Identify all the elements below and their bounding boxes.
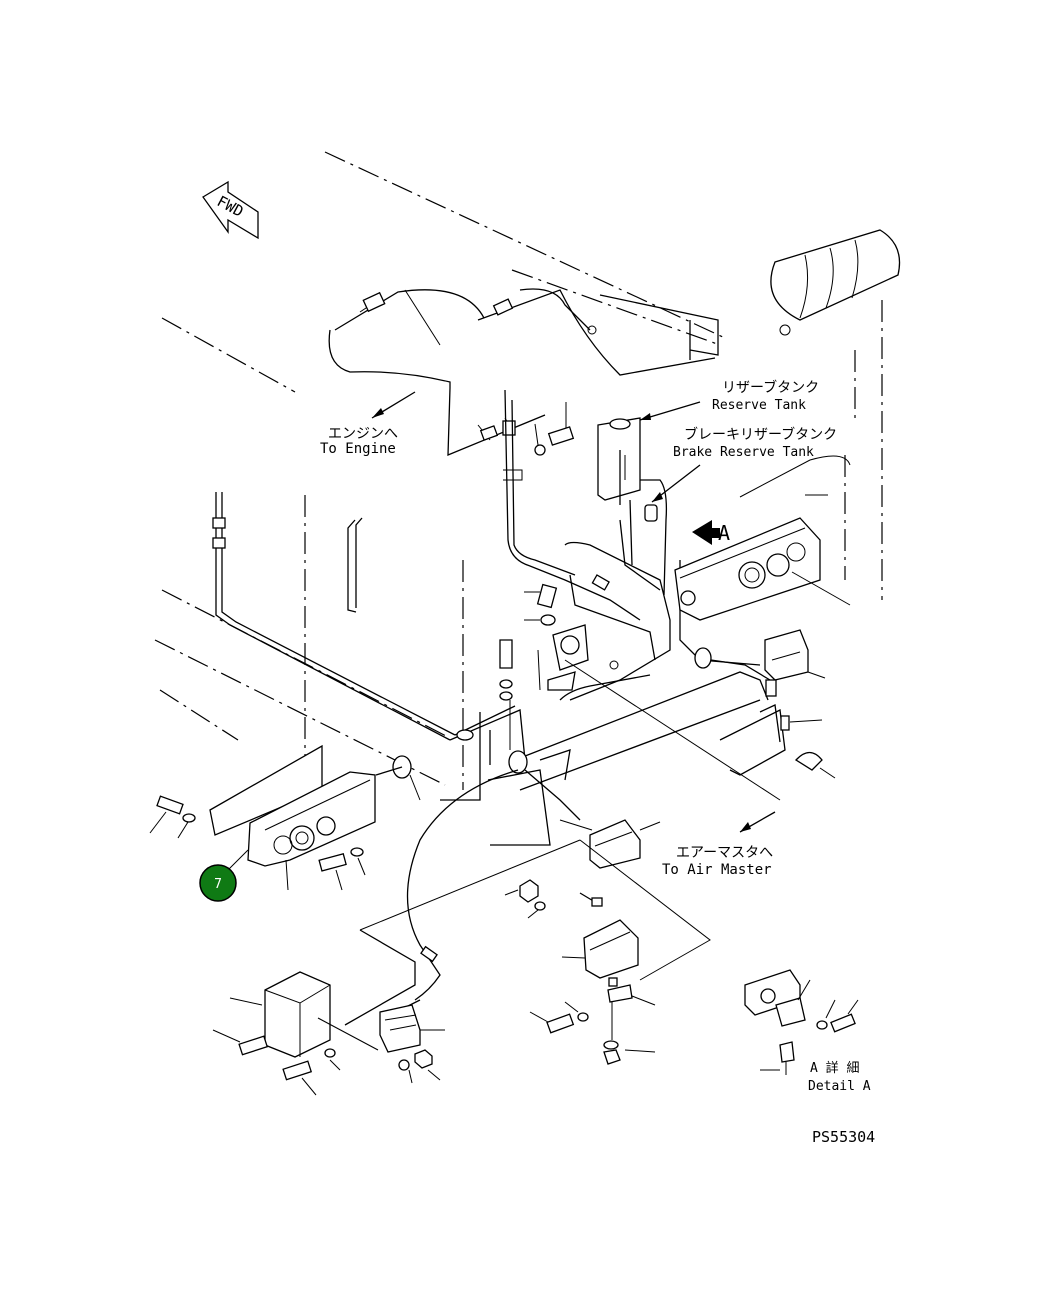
long-pipe <box>212 492 526 761</box>
to-engine-en: To Engine <box>320 441 396 457</box>
center-lower-lamp <box>559 819 661 869</box>
detail-frame <box>359 839 711 981</box>
label-to-engine: エンジンへ To Engine <box>320 391 416 457</box>
engine-harness <box>328 288 716 456</box>
label-to-air-master: エアーマスタへ To Air Master <box>662 811 776 878</box>
main-harness <box>504 389 761 701</box>
view-arrow-letter: A <box>718 521 730 545</box>
center-parts <box>499 583 589 701</box>
fwd-arrow-icon: FWD <box>202 180 259 240</box>
view-arrow-a-icon: A <box>692 520 730 545</box>
harness-bracket <box>599 294 719 360</box>
bottom-lamp <box>529 919 656 1065</box>
side-bracket-right <box>719 704 836 779</box>
callout-7-number: 7 <box>214 877 222 892</box>
detail-a: A 詳 細 Detail A <box>744 969 871 1094</box>
bottom-left-bracket <box>212 971 379 1096</box>
reserve-tank-en: Reserve Tank <box>712 398 806 413</box>
drawing-number: PS55304 <box>812 1128 875 1146</box>
left-bolts <box>149 795 366 891</box>
to-engine-jp: エンジンへ <box>328 426 398 442</box>
callout-7-circle[interactable] <box>199 864 237 902</box>
lower-harness <box>344 750 581 1026</box>
to-air-master-jp: エアーマスタへ <box>676 845 773 861</box>
rear-frame <box>440 659 781 846</box>
fwd-label: FWD <box>214 192 246 221</box>
reserve-tank: リザーブタンク Reserve Tank <box>597 379 819 501</box>
radiator-cylinder <box>770 229 901 336</box>
brake-tank-en: Brake Reserve Tank <box>673 445 814 460</box>
rear-lamp-right <box>674 455 851 621</box>
detail-a-en: Detail A <box>808 1079 871 1094</box>
to-air-master-en: To Air Master <box>662 862 772 878</box>
center-fasteners <box>504 879 603 919</box>
bottom-switch-box <box>379 1004 445 1084</box>
brake-tank-jp: ブレーキリザーブタンク <box>684 426 837 443</box>
reserve-tank-jp: リザーブタンク <box>722 379 819 396</box>
panel-outline <box>347 517 363 613</box>
callout-7[interactable]: 7 <box>199 849 249 902</box>
rear-lamp-left <box>209 744 421 867</box>
detail-a-jp: A 詳 細 <box>810 1060 859 1076</box>
sensor-bolts <box>477 402 575 481</box>
side-lamp-right <box>694 629 826 697</box>
brake-reserve-tank: ブレーキリザーブタンク Brake Reserve Tank <box>644 426 837 522</box>
